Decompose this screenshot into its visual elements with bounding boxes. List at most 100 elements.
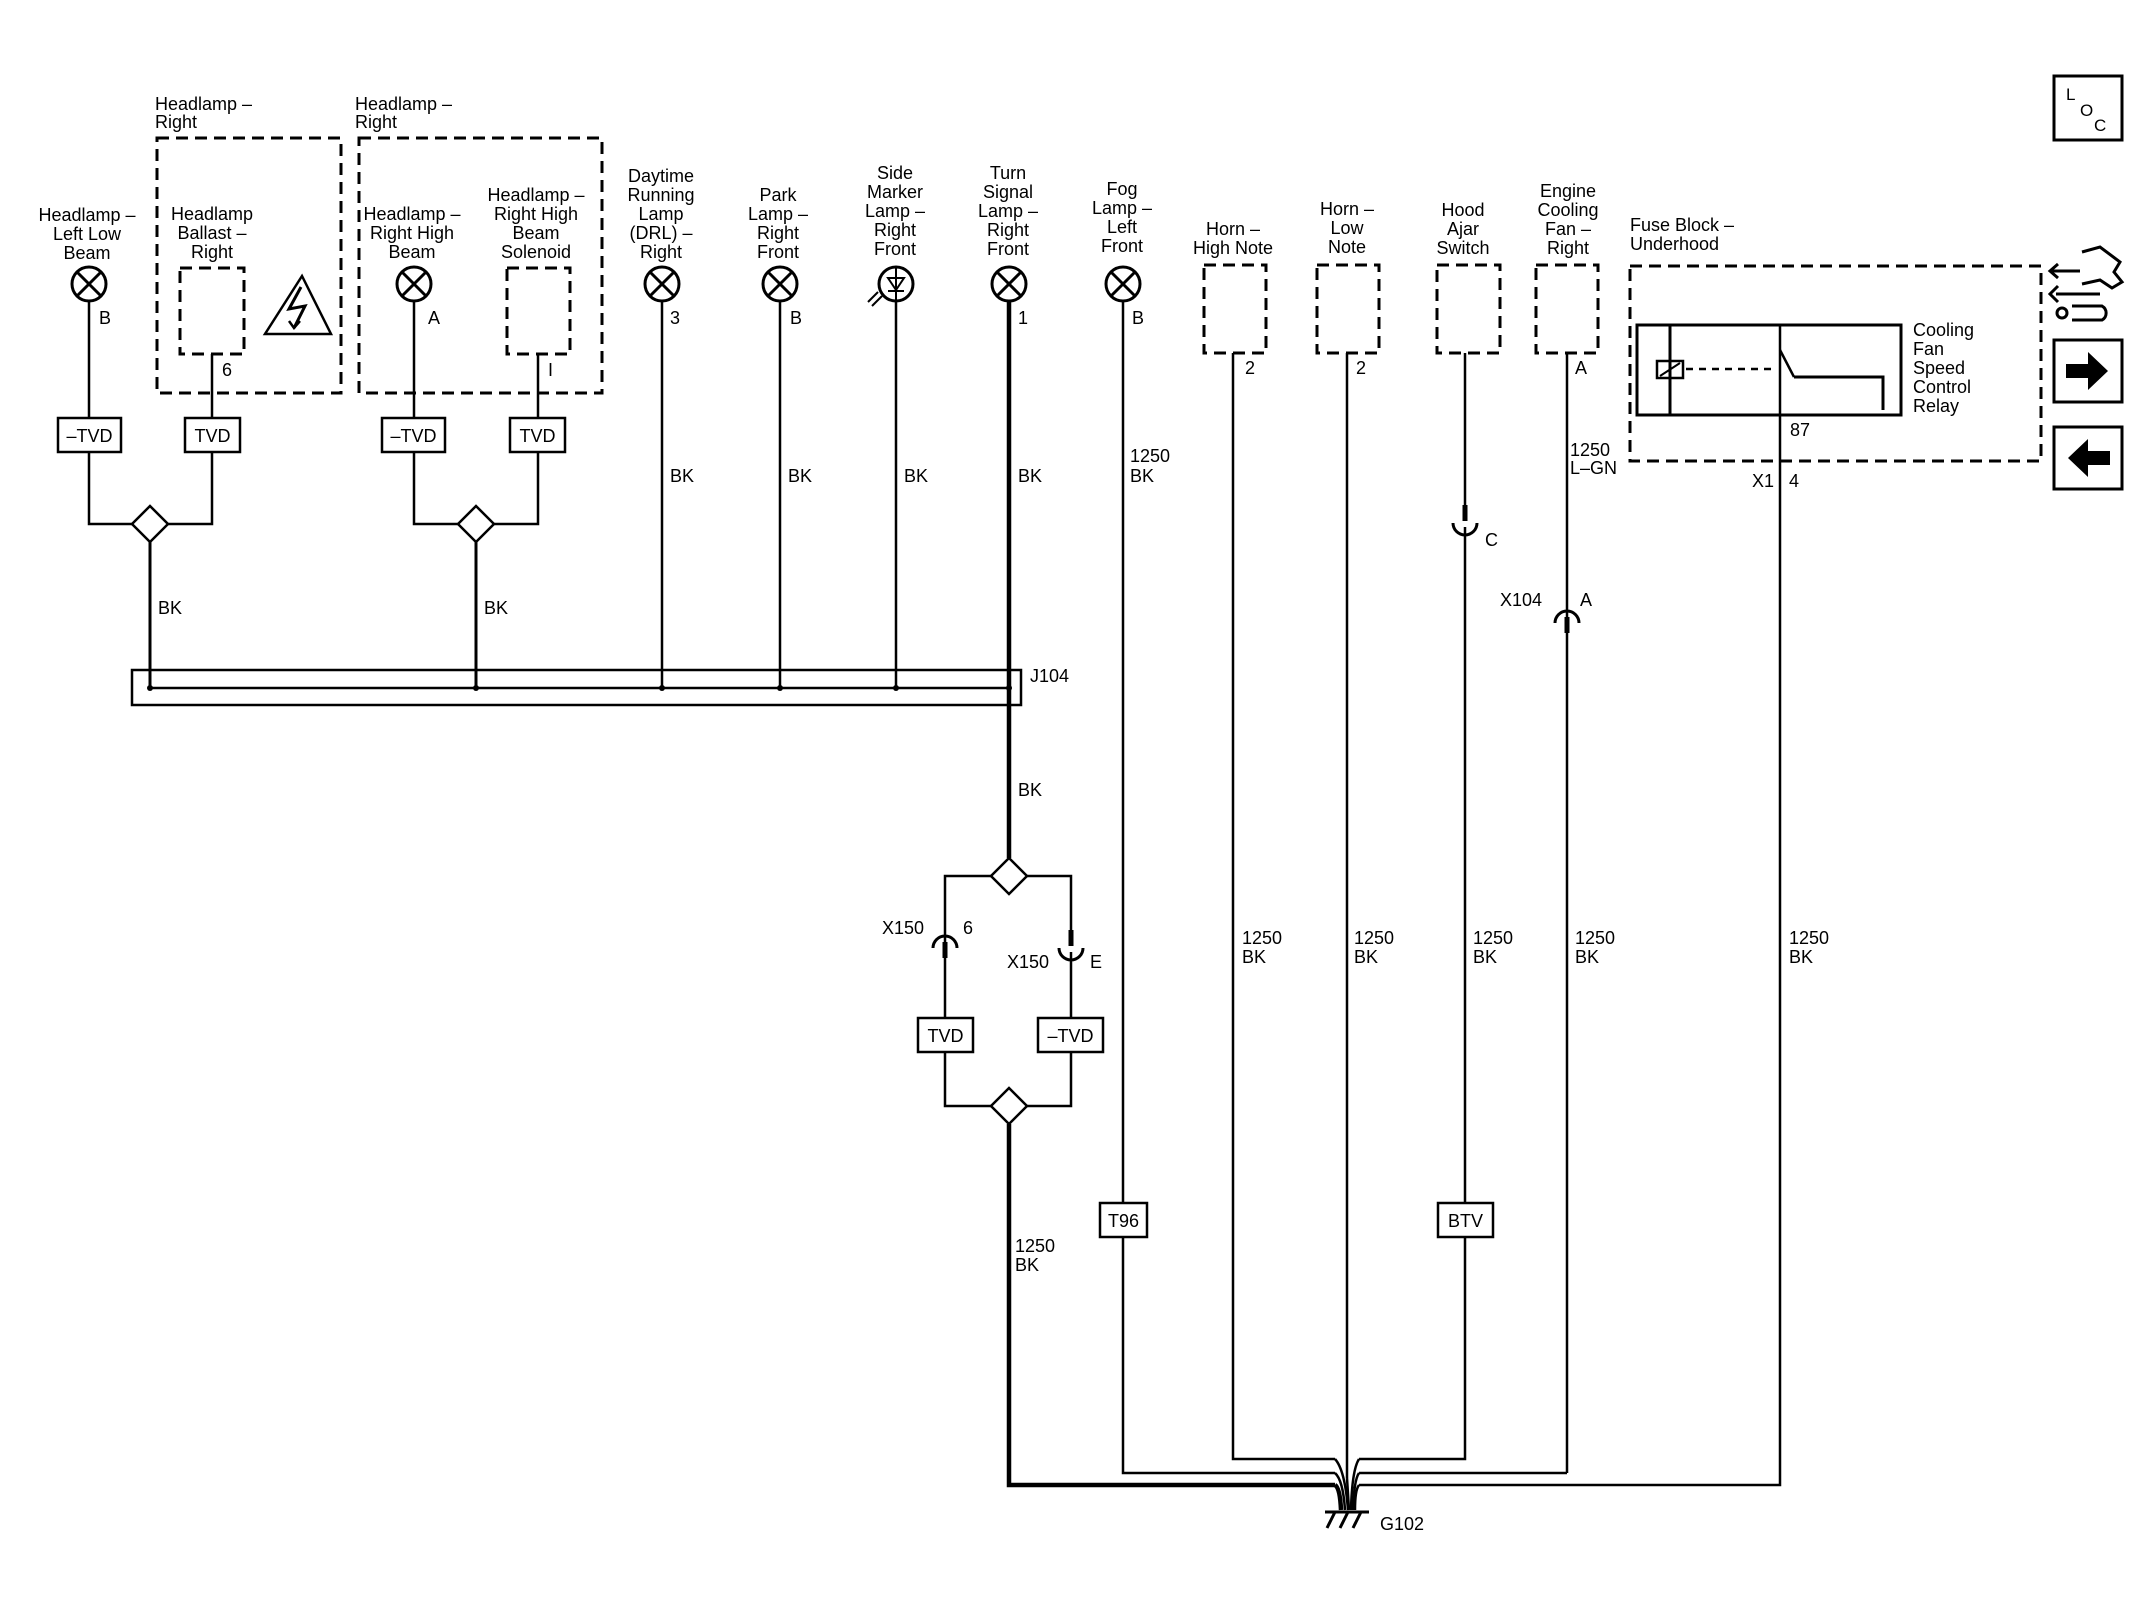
splice-diamonds: [130, 504, 1029, 1126]
turn-signal-wiring: [943, 301, 1335, 1488]
svg-text:X104: X104: [1500, 590, 1542, 610]
label-cooling-fan: Engine Cooling Fan – Right: [1537, 181, 1598, 258]
svg-text:1: 1: [1018, 308, 1028, 328]
svg-text:C: C: [1485, 530, 1498, 550]
svg-text:Headlamp –: Headlamp –: [487, 185, 584, 205]
svg-text:–TVD: –TVD: [390, 426, 436, 446]
svg-text:Horn –: Horn –: [1206, 219, 1260, 239]
svg-text:Fan: Fan: [1913, 339, 1944, 359]
svg-text:Headlamp –: Headlamp –: [155, 94, 252, 114]
connector-view-button[interactable]: [2047, 245, 2125, 322]
svg-text:A: A: [1580, 590, 1592, 610]
svg-text:Headlamp: Headlamp: [171, 204, 253, 224]
svg-text:X150: X150: [882, 918, 924, 938]
svg-text:Turn: Turn: [990, 163, 1026, 183]
previous-page-button[interactable]: [2052, 425, 2124, 491]
svg-text:–TVD: –TVD: [66, 426, 112, 446]
x150-connectors: X150 6 X150 E: [882, 918, 1102, 972]
arrow-right-icon: [2066, 352, 2108, 390]
svg-text:Fan –: Fan –: [1545, 219, 1591, 239]
svg-text:6: 6: [963, 918, 973, 938]
label-relay: Cooling Fan Speed Control Relay: [1913, 320, 1974, 416]
ballast-box: [178, 266, 246, 356]
headlamp-wiring: [87, 301, 898, 688]
svg-text:Right: Right: [1547, 238, 1589, 258]
lamp-turn-signal-icon: [990, 265, 1028, 303]
svg-text:BK: BK: [1789, 947, 1813, 967]
svg-text:Side: Side: [877, 163, 913, 183]
svg-text:Headlamp –: Headlamp –: [355, 94, 452, 114]
option-tvd-x150: TVD: [916, 1016, 975, 1054]
svg-text:Signal: Signal: [983, 182, 1033, 202]
svg-text:Fuse Block –: Fuse Block –: [1630, 215, 1734, 235]
svg-text:Control: Control: [1913, 377, 1971, 397]
svg-text:X150: X150: [1007, 952, 1049, 972]
svg-text:Ajar: Ajar: [1447, 219, 1479, 239]
svg-text:1250: 1250: [1789, 928, 1829, 948]
svg-text:Left: Left: [1107, 217, 1137, 237]
cooling-fan-wiring: X104 A: [1359, 353, 1592, 1475]
svg-text:Lamp –: Lamp –: [978, 201, 1038, 221]
svg-text:Beam: Beam: [63, 243, 110, 263]
svg-text:Underhood: Underhood: [1630, 234, 1719, 254]
svg-text:1250: 1250: [1575, 928, 1615, 948]
svg-text:Cooling: Cooling: [1537, 200, 1598, 220]
j104-label: J104: [1030, 666, 1069, 686]
svg-text:Front: Front: [757, 242, 799, 262]
ground-g102: G102: [1325, 1458, 1424, 1534]
svg-text:87: 87: [1790, 420, 1810, 440]
next-page-button[interactable]: [2052, 338, 2124, 404]
fog-lamp-wiring: [1121, 301, 1335, 1475]
svg-text:–TVD: –TVD: [1047, 1026, 1093, 1046]
svg-text:BK: BK: [1018, 780, 1042, 800]
label-headlamp-left-low: Headlamp – Left Low Beam: [38, 205, 135, 263]
svg-text:1250: 1250: [1015, 1236, 1055, 1256]
svg-text:TVD: TVD: [195, 426, 231, 446]
svg-text:BK: BK: [484, 598, 508, 618]
svg-text:X1: X1: [1752, 471, 1774, 491]
svg-text:Right: Right: [355, 112, 397, 132]
svg-text:E: E: [1090, 952, 1102, 972]
svg-text:BK: BK: [1130, 466, 1154, 486]
option-tvd-solenoid: TVD: [508, 416, 567, 454]
svg-text:Engine: Engine: [1540, 181, 1596, 201]
svg-text:Beam: Beam: [388, 242, 435, 262]
arrow-left-icon: [2068, 439, 2110, 477]
svg-text:Hood: Hood: [1441, 200, 1484, 220]
option-t96: T96: [1098, 1201, 1149, 1239]
svg-text:Lamp –: Lamp –: [748, 204, 808, 224]
lamp-park-icon: [761, 265, 799, 303]
svg-text:BK: BK: [1015, 1255, 1039, 1275]
svg-text:A: A: [1575, 358, 1587, 378]
svg-text:BK: BK: [670, 466, 694, 486]
svg-text:Left Low: Left Low: [53, 224, 122, 244]
headlamp-right-beam-housing: [357, 136, 604, 395]
svg-text:BTV: BTV: [1448, 1211, 1483, 1231]
svg-text:(DRL) –: (DRL) –: [629, 223, 692, 243]
svg-text:L: L: [2066, 85, 2075, 104]
svg-text:C: C: [2094, 116, 2106, 135]
label-headlamp-right-high: Headlamp – Right High Beam: [363, 204, 460, 262]
label-ballast: Headlamp Ballast – Right: [171, 204, 253, 262]
svg-text:Running: Running: [627, 185, 694, 205]
wire-labels: BK BK BK BK 1250 BK BK BK BK 1250 BK 125…: [158, 440, 1829, 1275]
svg-text:Headlamp –: Headlamp –: [363, 204, 460, 224]
location-button[interactable]: L O C: [2052, 74, 2124, 142]
option-ntvd-right: –TVD: [380, 416, 447, 454]
label-solenoid: Headlamp – Right High Beam Solenoid: [487, 185, 584, 262]
svg-text:Right High: Right High: [370, 223, 454, 243]
svg-text:Right: Right: [191, 242, 233, 262]
svg-text:Cooling: Cooling: [1913, 320, 1974, 340]
svg-text:O: O: [2080, 101, 2093, 120]
svg-text:2: 2: [1356, 358, 1366, 378]
svg-text:Park: Park: [759, 185, 797, 205]
fuse-block-housing: [1628, 264, 2043, 463]
svg-text:Relay: Relay: [1913, 396, 1959, 416]
led-side-marker-icon: [867, 265, 915, 307]
svg-text:BK: BK: [1018, 466, 1042, 486]
lamp-headlamp-right-high-icon: [395, 265, 433, 303]
ground-label: G102: [1380, 1514, 1424, 1534]
svg-text:Daytime: Daytime: [628, 166, 694, 186]
hood-ajar-wiring: C: [1359, 353, 1498, 1461]
